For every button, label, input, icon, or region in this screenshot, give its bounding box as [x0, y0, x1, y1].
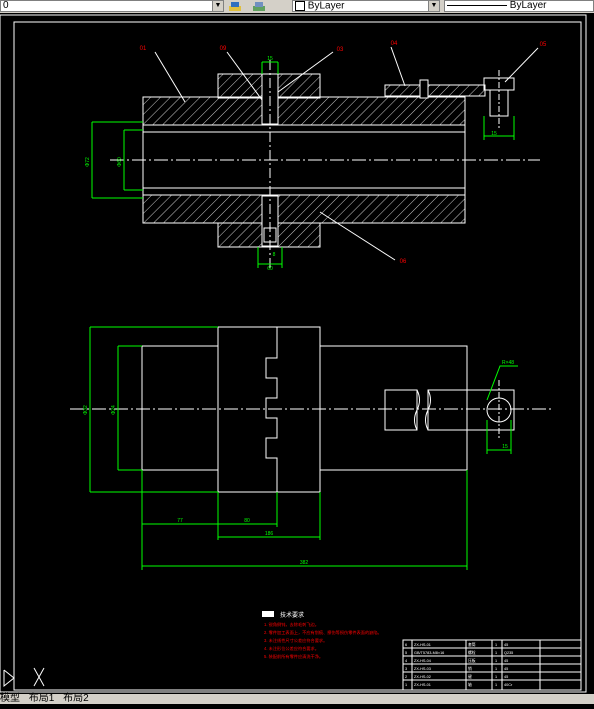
dim-bottom-h1: 77 — [177, 518, 183, 524]
dim-bottom-h4: 382 — [300, 560, 309, 566]
outer-frame — [0, 14, 587, 693]
section-view: Φ72 Φ60 15 8 60 15 01 09 03 04 05 06 — [85, 41, 547, 272]
chevron-down-icon[interactable]: ▼ — [212, 1, 223, 11]
dim-bottom-h3: 186 — [265, 531, 274, 537]
ucs-icon — [3, 667, 45, 688]
svg-text:ZX-HS-01: ZX-HS-01 — [414, 683, 431, 687]
dim-top-left2: Φ60 — [117, 157, 123, 167]
svg-text:3: 3 — [405, 667, 407, 671]
linetype-dropdown[interactable]: ByLayer — [444, 0, 594, 12]
svg-text:2: 2 — [405, 675, 407, 679]
svg-text:ZX-HS-04: ZX-HS-04 — [414, 659, 431, 663]
inner-frame — [13, 21, 582, 691]
svg-text:ZX-HS-02: ZX-HS-02 — [414, 675, 431, 679]
svg-text:GB/T5783-M8×16: GB/T5783-M8×16 — [414, 651, 444, 655]
color-value: ByLayer — [307, 0, 345, 12]
svg-text:45: 45 — [504, 643, 508, 647]
dim-bottom-h2: 80 — [244, 518, 250, 524]
tab-layout1[interactable]: 布局1 — [28, 693, 55, 704]
dim-bottom-dia2: Φ24 — [111, 405, 117, 415]
layer-states-icon[interactable] — [228, 0, 242, 12]
layer-value: 0 — [3, 0, 9, 11]
svg-text:1: 1 — [495, 667, 497, 671]
svg-text:1: 1 — [495, 675, 497, 679]
svg-text:压板: 压板 — [468, 658, 476, 663]
layer-dropdown[interactable]: 0 ▼ — [0, 0, 224, 12]
svg-text:套筒: 套筒 — [468, 642, 476, 647]
leader-05: 05 — [540, 42, 547, 48]
svg-text:1: 1 — [405, 683, 407, 687]
svg-text:螺栓: 螺栓 — [468, 650, 476, 655]
color-swatch — [295, 1, 305, 11]
svg-text:6: 6 — [405, 643, 407, 647]
dim-top-d1: 15 — [267, 56, 273, 62]
linetype-value: ByLayer — [509, 0, 547, 11]
leader-03: 03 — [337, 47, 344, 53]
cad-drawing: Φ72 Φ60 15 8 60 15 01 09 03 04 05 06 — [0, 14, 587, 693]
leader-06: 06 — [400, 259, 407, 265]
dim-bottom-small1: R×48 — [502, 360, 514, 366]
tab-layout2[interactable]: 布局2 — [63, 693, 89, 704]
svg-text:1: 1 — [495, 683, 497, 687]
dim-bottom-dia1: Φ32 — [83, 405, 89, 415]
svg-text:轴: 轴 — [468, 682, 472, 687]
leader-04: 04 — [391, 41, 398, 47]
tab-model[interactable]: 模型 — [0, 693, 20, 704]
dim-bottom-small2: 15 — [502, 444, 508, 450]
dim-top-d4: 15 — [491, 131, 497, 137]
svg-text:ZX-HS-03: ZX-HS-03 — [414, 667, 431, 671]
note-1: 1. 锐角倒钝，去除毛刺飞边。 — [264, 621, 319, 628]
title-block — [402, 639, 582, 691]
dim-top-left1: Φ72 — [85, 157, 91, 167]
note-4: 4. 未注形位公差应符合要求。 — [264, 645, 319, 652]
drawing-canvas[interactable]: Φ72 Φ60 15 8 60 15 01 09 03 04 05 06 — [0, 13, 594, 704]
svg-text:1: 1 — [495, 659, 497, 663]
leader-09: 09 — [220, 46, 227, 52]
linetype-preview — [447, 4, 507, 6]
chevron-down-icon[interactable]: ▼ — [428, 1, 439, 11]
note-5: 5. 装配前所有零件应清洗干净。 — [264, 653, 323, 660]
svg-text:Q235: Q235 — [504, 651, 513, 655]
layer-previous-icon[interactable] — [252, 0, 266, 12]
svg-text:键: 键 — [468, 674, 472, 679]
svg-text:45: 45 — [504, 667, 508, 671]
svg-text:5: 5 — [405, 651, 407, 655]
note-3: 3. 未注线性尺寸公差应符合要求。 — [264, 637, 327, 644]
svg-text:1: 1 — [495, 643, 497, 647]
svg-text:1: 1 — [495, 651, 497, 655]
svg-text:45: 45 — [504, 675, 508, 679]
technical-notes: 技术要求 1. 锐角倒钝，去除毛刺飞边。 2. 零件加工表面上，不应有划痕、擦伤… — [262, 611, 382, 660]
outline-view: Φ32 Φ24 77 80 186 382 R×48 15 — [70, 326, 552, 570]
note-2: 2. 零件加工表面上，不应有划痕、擦伤等损伤零件表面的缺陷。 — [264, 629, 382, 636]
dim-top-d3: 60 — [267, 266, 273, 272]
svg-text:销: 销 — [468, 666, 472, 671]
layout-tabs: 模型 布局1 布局2 — [0, 694, 594, 704]
svg-text:4: 4 — [405, 659, 407, 663]
dim-top-d2: 8 — [273, 252, 276, 258]
leader-01: 01 — [140, 46, 147, 52]
svg-text:40Cr: 40Cr — [504, 683, 513, 687]
color-dropdown[interactable]: ByLayer ▼ — [292, 0, 440, 12]
svg-text:ZX-HS-01: ZX-HS-01 — [414, 643, 431, 647]
notes-title: 技术要求 — [280, 611, 304, 619]
svg-text:45: 45 — [504, 659, 508, 663]
properties-toolbar: 0 ▼ ByLayer ▼ ByLayer — [0, 0, 594, 14]
